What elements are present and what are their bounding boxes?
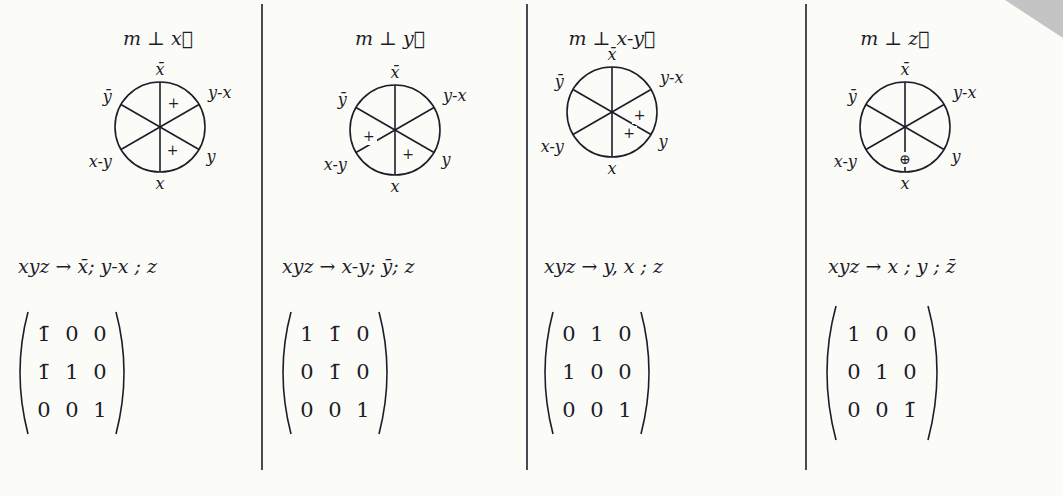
axis-label: y-x <box>206 84 233 102</box>
stereogram <box>567 67 657 157</box>
sign-mark: ⊕ <box>897 152 913 167</box>
column-divider <box>805 4 807 470</box>
axis-label: ȳ <box>336 91 349 109</box>
mapping: xyz → x̄; y-x ; z <box>16 256 159 277</box>
matrix-row: 1 0 0 <box>560 361 633 384</box>
sign-mark: + <box>165 143 181 158</box>
matrix-row: 0 1 0 <box>845 361 918 384</box>
matrix-row: 1̄ 1 0 <box>35 361 108 384</box>
axis-label: x̄ <box>605 46 618 64</box>
axis-label: x <box>388 178 401 196</box>
matrix-row: 0 0 1̄ <box>845 399 918 422</box>
axis-label: x̄ <box>388 64 401 82</box>
axis-label: x <box>605 160 618 178</box>
matrix-row: 1 0 0 <box>845 323 918 346</box>
axis-label: x <box>153 175 166 193</box>
axis-label: y-x <box>441 87 468 105</box>
matrix-bracket <box>20 312 124 434</box>
heading: m ⊥ x⃗ <box>121 28 195 49</box>
stereogram <box>350 85 440 175</box>
stereogram <box>860 82 950 172</box>
heading: m ⊥ z⃗ <box>858 28 931 49</box>
matrix-row: 0 0 1 <box>298 399 371 422</box>
axis-label: y <box>440 151 453 169</box>
matrix-row: 0 1̄ 0 <box>298 361 371 384</box>
axis-label: x <box>898 175 911 193</box>
axis-label: ȳ <box>553 73 566 91</box>
axis-label: x̄ <box>898 61 911 79</box>
axis-label: y-x <box>951 84 978 102</box>
matrix-bracket <box>283 312 387 434</box>
axis-label: ȳ <box>846 88 859 106</box>
axis-label: y-x <box>658 69 685 87</box>
axis-label: x̄ <box>153 61 166 79</box>
mapping: xyz → y, x ; z <box>542 256 665 277</box>
column-divider <box>526 4 528 470</box>
matrix-row: 0 0 1 <box>35 399 108 422</box>
axis-label: x-y <box>87 153 114 171</box>
sign-mark: + <box>621 126 637 141</box>
sign-mark: + <box>400 147 416 162</box>
matrix-bracket <box>545 312 649 434</box>
axis-label: y <box>950 148 963 166</box>
axis-label: ȳ <box>101 88 114 106</box>
axis-label: y <box>657 133 670 151</box>
page-fold <box>1005 0 1063 38</box>
axis-label: x-y <box>539 138 566 156</box>
heading: m ⊥ y⃗ <box>353 28 427 49</box>
column-divider <box>261 4 263 470</box>
sign-mark: + <box>361 129 377 144</box>
axis-label: y <box>205 148 218 166</box>
mapping: xyz → x-y; ȳ; z <box>280 256 417 277</box>
stereogram <box>115 82 205 172</box>
sign-mark: + <box>166 96 182 111</box>
axis-label: x-y <box>322 156 349 174</box>
mapping: xyz → x ; y ; z̄ <box>826 256 958 277</box>
matrix-row: 0 1 0 <box>560 323 633 346</box>
matrix-bracket <box>827 306 937 440</box>
matrix-row: 1 1̄ 0 <box>298 323 371 346</box>
axis-label: x-y <box>832 153 859 171</box>
matrix-row: 1̄ 0 0 <box>35 323 108 346</box>
matrix-row: 0 0 1 <box>560 399 633 422</box>
sign-mark: + <box>632 108 648 123</box>
